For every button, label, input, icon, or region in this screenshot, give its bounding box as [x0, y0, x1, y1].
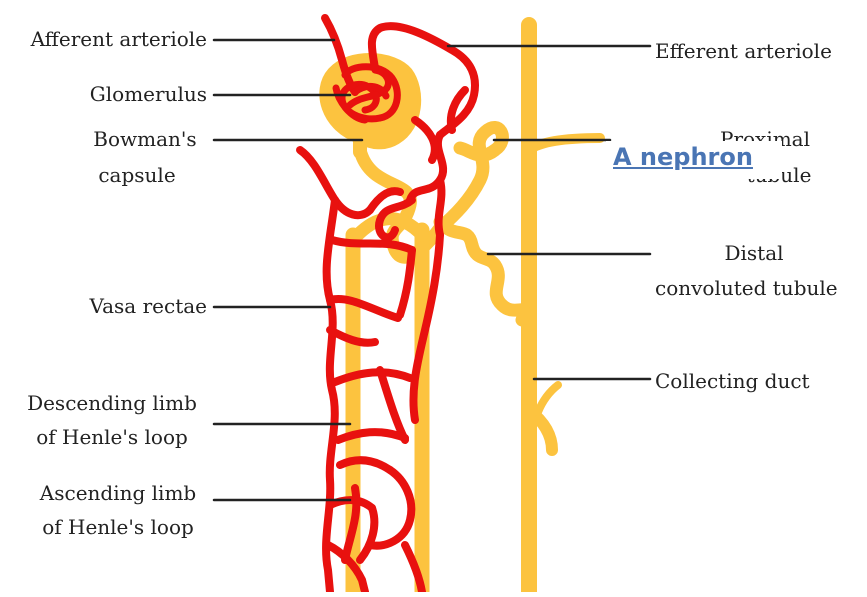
label-bowmans-capsule-line2: capsule	[76, 160, 198, 191]
collecting-duct	[529, 25, 600, 592]
label-ascending-limb-line2: of Henle's loop	[20, 512, 216, 543]
title-link[interactable]: A nephron	[613, 143, 753, 171]
label-efferent-arteriole: Efferent arteriole	[655, 36, 832, 67]
label-distal-tubule-line2: convoluted tubule	[655, 273, 838, 304]
label-afferent-arteriole: Afferent arteriole	[31, 24, 207, 55]
distal-convoluted-tubule	[440, 222, 524, 320]
label-bowmans-capsule-line1: Bowman's	[84, 124, 206, 155]
label-distal-tubule-line1: Distal	[664, 238, 844, 269]
label-collecting-duct: Collecting duct	[655, 366, 810, 397]
label-descending-limb-line2: of Henle's loop	[14, 422, 210, 453]
label-vasa-rectae: Vasa rectae	[90, 291, 207, 322]
leader-lines	[214, 40, 650, 500]
label-glomerulus: Glomerulus	[90, 79, 207, 110]
label-ascending-limb-line1: Ascending limb	[20, 478, 216, 509]
label-descending-limb-line1: Descending limb	[14, 388, 210, 419]
